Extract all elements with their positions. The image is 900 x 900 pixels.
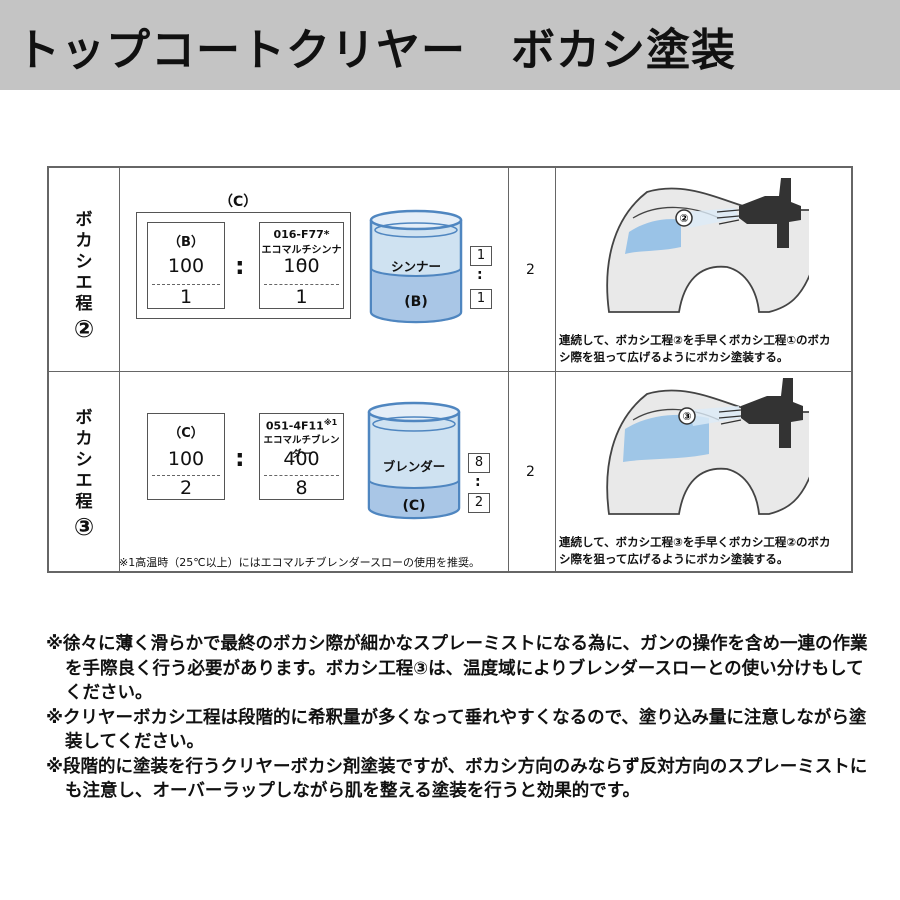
notes-section: ※徐々に薄く滑らかで最終のボカシ際が細かなスプレーミストになる為に、ガンの操作を… (46, 632, 876, 804)
coat-count: 2 (526, 262, 535, 278)
ratio-colon: : (235, 252, 245, 280)
col-divider (508, 168, 509, 571)
illustration-step-mark: ③ (682, 410, 691, 423)
dashed-divider (152, 284, 220, 285)
cup-lower-label: (B) (404, 294, 428, 310)
row-caption: 連続して、ボカシ工程②を手早くボカシ工程①のボカ シ際を狙って広げるようにボカシ… (559, 332, 855, 366)
car-panel-spray-illustration: ③ (606, 378, 809, 515)
ratio-box-top-value: 100 (167, 255, 205, 277)
row-label-char: カ (75, 429, 93, 449)
mix-c-label: （C） (219, 194, 258, 210)
ratio-box-bottom-value: 8 (295, 477, 308, 499)
ratio-box-bottom-value: 2 (179, 477, 193, 499)
caption-line: 連続して、ボカシ工程②を手早くボカシ工程①のボカ (559, 333, 831, 347)
ratio-box-code-wrap: 051-4F11※1 (260, 418, 343, 433)
row-label-step: ② (73, 315, 95, 343)
row-caption: 連続して、ボカシ工程③を手早くボカシ工程②のボカ シ際を狙って広げるようにボカシ… (559, 534, 855, 568)
row-label-char: ボ (75, 210, 93, 230)
ratio-box-label: （C） (168, 426, 204, 441)
dashed-divider (264, 284, 339, 285)
ratio-box-bottom-value: 1 (295, 286, 308, 308)
ratio-box-product: エコマルチシンナー (261, 245, 342, 271)
row-divider (49, 371, 851, 372)
ratio-colon: : (235, 444, 245, 472)
car-panel-spray-illustration: ② (606, 178, 809, 313)
note-item: ※段階的に塗装を行うクリヤーボカシ剤塗装ですが、ボカシ方向のみならず反対方向のス… (46, 756, 868, 802)
ratio-box-code: 051-4F11 (265, 419, 324, 433)
ratio-box-base: （B） 100 1 (147, 222, 225, 309)
illustration-step-mark: ② (679, 212, 688, 225)
row-label-char: エ (75, 273, 93, 293)
cup-lower-label: (C) (402, 498, 426, 514)
mixing-cup-icon (369, 209, 463, 324)
ratio-box-top-value: 400 (283, 448, 320, 470)
row-label-char: ボ (75, 408, 93, 428)
process-table: ボ カ シ エ 程 ② （C） （B） 100 1 : 016-F77* エコマ… (47, 166, 853, 573)
mixing-cup-icon (367, 401, 461, 520)
cup-upper-label: シンナー (390, 259, 441, 274)
row-label-char: エ (75, 471, 93, 491)
ratio-box-blender: 051-4F11※1 エコマルチブレンダー 400 8 (259, 413, 344, 500)
ratio-box-label: （B） (168, 235, 204, 250)
dashed-divider (152, 475, 220, 476)
caption-line: シ際を狙って広げるようにボカシ塗装する。 (559, 350, 789, 364)
row-label-char: シ (75, 252, 93, 272)
ratio-top-box: 8 (468, 453, 490, 473)
row-label-step: ③ (73, 513, 95, 541)
ratio-box-base: （C） 100 2 (147, 413, 225, 500)
note-item: ※クリヤーボカシ工程は段階的に希釈量が多くなって垂れやすくなるので、塗り込み量に… (46, 707, 867, 753)
caption-line: シ際を狙って広げるようにボカシ塗装する。 (559, 552, 789, 566)
row-label-char: 程 (75, 492, 93, 512)
ratio-box-thinner: 016-F77* エコマルチシンナー 100 1 (259, 222, 344, 309)
footnote: ※1高温時（25℃以上）にはエコマルチブレンダースローの使用を推奨。 (119, 556, 481, 569)
ratio-box-code: 016-F77* (273, 228, 330, 241)
ratio-colon-small: : (475, 474, 481, 490)
row-label-char: カ (75, 231, 93, 251)
ratio-bottom-box: 2 (468, 493, 490, 513)
row-label: ボ カ シ エ 程 ③ (49, 408, 119, 541)
col-divider (119, 168, 120, 571)
ratio-box-bottom-value: 1 (179, 286, 193, 308)
col-divider (555, 168, 556, 571)
page-title: トップコートクリヤー ボカシ塗装 (16, 25, 736, 76)
coat-count: 2 (526, 464, 535, 480)
caption-line: 連続して、ボカシ工程③を手早くボカシ工程②のボカ (559, 535, 831, 549)
ratio-colon-small: : (477, 267, 483, 283)
ratio-box-product: エコマルチブレンダー (263, 435, 340, 460)
row-label-char: シ (75, 450, 93, 470)
ratio-bottom-box: 1 (470, 289, 492, 309)
note-item: ※徐々に薄く滑らかで最終のボカシ際が細かなスプレーミストになる為に、ガンの操作を… (46, 634, 868, 703)
footnote-marker: ※1 (323, 418, 338, 427)
row-label-char: 程 (75, 294, 93, 314)
ratio-box-top-value: 100 (283, 255, 320, 277)
header-bar: トップコートクリヤー ボカシ塗装 (0, 0, 900, 90)
cup-upper-label: ブレンダー (382, 459, 446, 474)
ratio-box-top-value: 100 (167, 448, 205, 470)
ratio-top-box: 1 (470, 246, 492, 266)
row-label: ボ カ シ エ 程 ② (49, 210, 119, 343)
dashed-divider (264, 475, 339, 476)
